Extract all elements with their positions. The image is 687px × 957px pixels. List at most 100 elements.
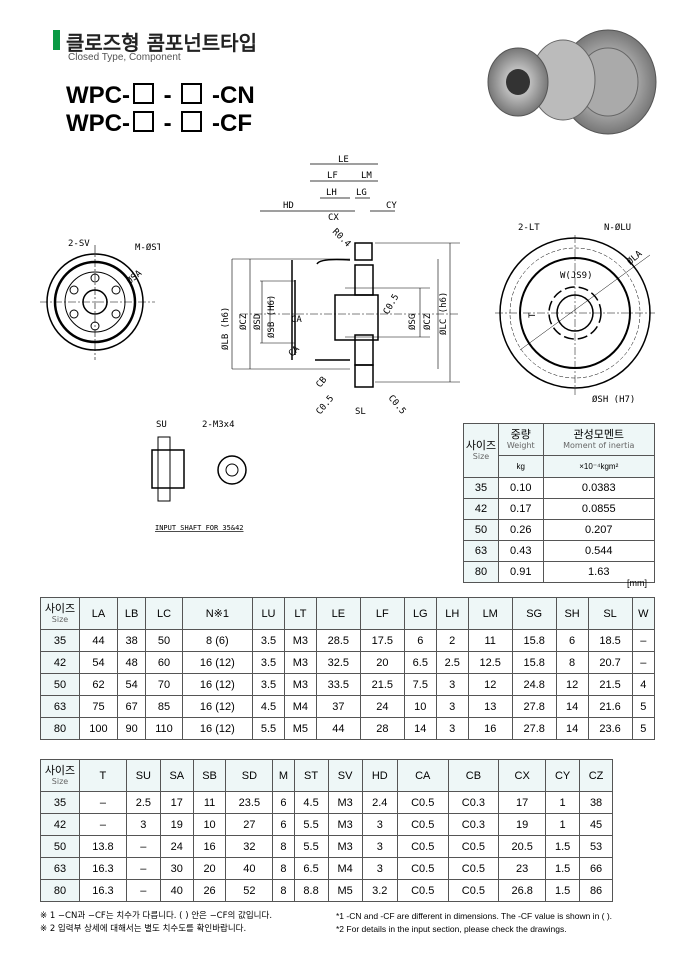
table-cell: M3 [327,835,363,858]
table-cell: 23.5 [225,791,274,814]
table-cell: 53 [579,835,613,858]
column-header: W [631,597,656,630]
table-cell: 3 [435,673,469,696]
table-cell: 5 [631,717,656,740]
column-header: LE [315,597,361,630]
table-cell: 24 [159,835,194,858]
svg-text:LE: LE [338,155,349,165]
table-cell: 5.5 [293,835,329,858]
table-cell: 3 [361,835,398,858]
svg-text:C0.5: C0.5 [382,293,402,317]
table-cell: 10 [403,695,437,718]
table-cell: 16.3 [79,857,127,880]
input-shaft-drawing: SU 2-M3x4 INPUT SHAFT FOR 35&42 [151,420,247,532]
table-cell: 33.5 [315,673,361,696]
table-cell: 13 [467,695,513,718]
section-view-drawing: LE LF LM LH LG HD CX CY R0.4 ØLB (h6) ØC… [220,155,460,417]
table-cell: 10 [192,813,227,836]
table-cell: 3.5 [252,651,285,674]
table-cell: C0.5 [396,857,449,880]
table-cell: 6 [272,791,295,814]
table-cell: 21.6 [587,695,633,718]
svg-text:C0.5: C0.5 [386,394,408,417]
table-cell: 3 [361,857,398,880]
table-cell: 40 [225,857,274,880]
table-cell: 16 [192,835,227,858]
table-cell: 14 [555,717,589,740]
column-header: LT [283,597,317,630]
table-cell: M3 [327,791,363,814]
table-cell: 90 [116,717,147,740]
table-cell: 45 [579,813,613,836]
size-cell: 63 [463,540,499,562]
table-cell: M3 [327,813,363,836]
table-cell: 14 [403,717,437,740]
label-t: T [528,312,538,318]
table-cell: 8 [272,879,295,902]
table-cell: C0.5 [396,813,449,836]
table-cell: 28 [359,717,405,740]
table-cell: – [631,629,656,652]
column-header: SH [555,597,589,630]
table-cell: 12.5 [467,651,513,674]
table-cell: 75 [79,695,118,718]
table-cell: 19 [159,813,194,836]
table-cell: M3 [283,651,317,674]
column-header: SB [192,759,227,792]
table-cell: 1 [545,791,581,814]
column-header: N※1 [181,597,254,630]
rear-view-drawing: 2-LT N-ØLU ØLA W(JS9) T ØSH (H7) [495,222,655,405]
table-cell: – [79,791,127,814]
table-cell: 66 [579,857,613,880]
table-cell: 40 [159,879,194,902]
column-header: CX [498,759,547,792]
table-cell: 0.26 [498,519,544,541]
table-cell: 15.8 [511,629,557,652]
unit-label: [mm] [627,578,647,588]
notes-korean: ※ 1 −CN과 −CF는 치수가 다릅니다. ( ) 안은 −CF의 값입니다… [40,911,273,934]
title-accent-bar [53,30,60,50]
table-cell: 5 [631,695,656,718]
column-header: LF [359,597,405,630]
table-cell: M5 [327,879,363,902]
table-cell: C0.3 [447,813,500,836]
table-cell: 19 [498,813,547,836]
label-la: ØLA [625,248,645,267]
column-header: LA [79,597,118,630]
table-cell: 32.5 [315,651,361,674]
table-cell: 38 [579,791,613,814]
svg-text:C0.5: C0.5 [315,394,337,417]
table-cell: 44 [315,717,361,740]
size-cell: 50 [463,519,499,541]
table-cell: M4 [327,857,363,880]
table-cell: 28.5 [315,629,361,652]
table-cell: 20 [359,651,405,674]
column-header: SL [587,597,633,630]
table-cell: 1.63 [542,561,656,583]
column-header: CB [447,759,500,792]
table-cell: M4 [283,695,317,718]
column-header: SV [327,759,363,792]
table-cell: 3 [435,695,469,718]
table-cell: 2.5 [125,791,161,814]
table-cell: 27 [225,813,274,836]
column-header: ST [293,759,329,792]
table-cell: 17 [498,791,547,814]
column-header: SA [159,759,194,792]
label-2-sv: 2-SV [68,239,90,249]
table-cell: 3 [125,813,161,836]
table-cell: 85 [145,695,183,718]
table-cell: 3 [435,717,469,740]
table-cell: 5.5 [252,717,285,740]
